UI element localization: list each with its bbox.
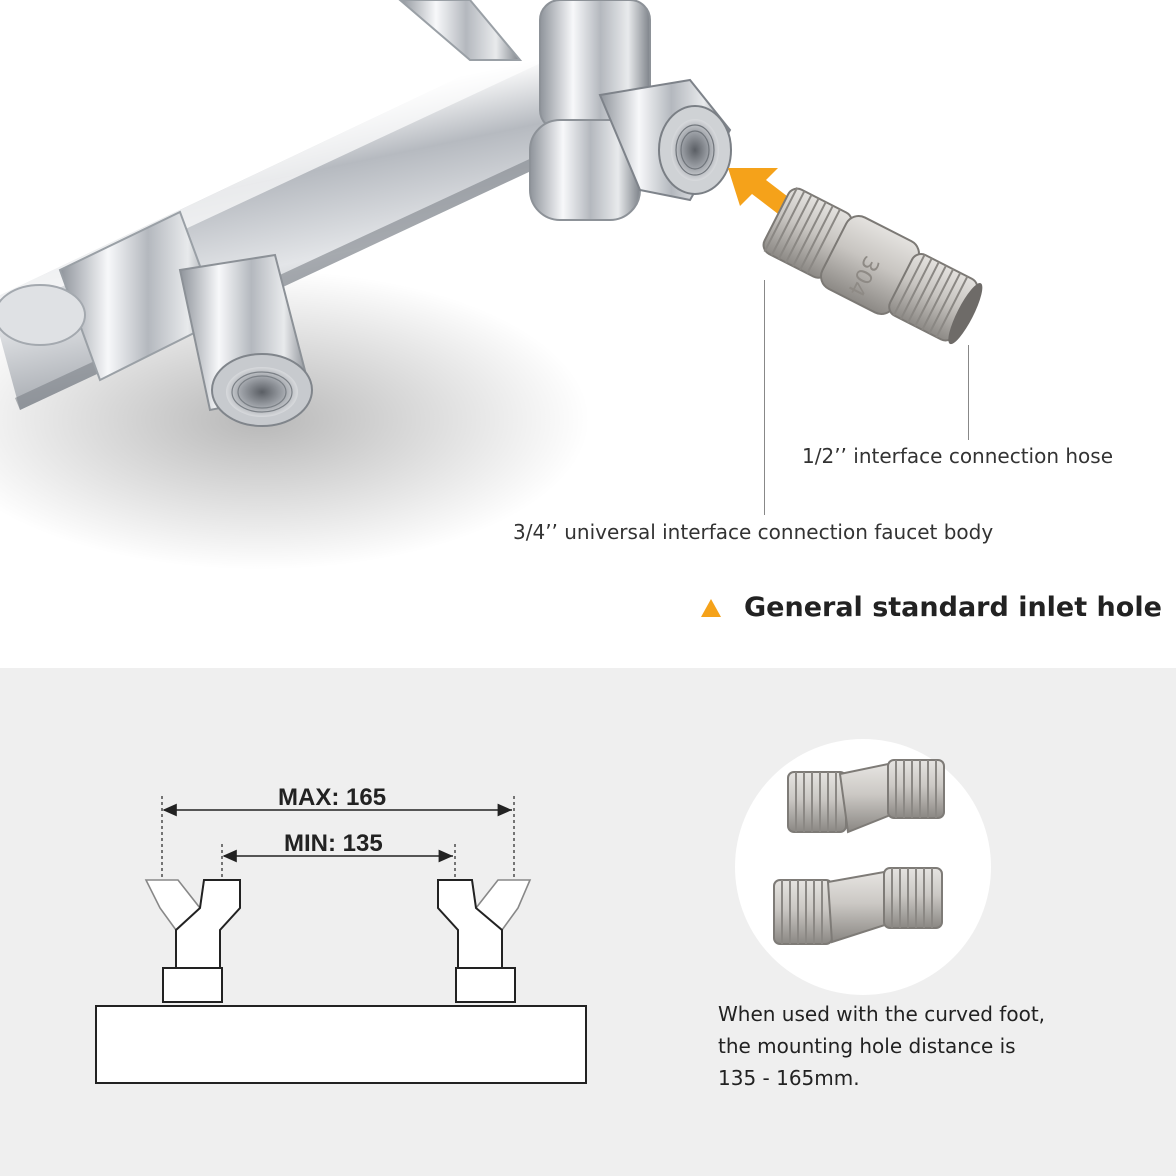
hose-leader-line [968, 345, 969, 440]
section-heading: General standard inlet hole [700, 592, 1162, 623]
dimension-panel: MAX: 165 MIN: 135 [0, 668, 1176, 1176]
left-outlet [178, 253, 313, 427]
stainless-adapter: 304 [762, 187, 983, 345]
dimension-diagram [95, 796, 587, 1084]
extension-lines [161, 796, 515, 878]
heading-text: General standard inlet hole [744, 592, 1162, 623]
pipe-clamp [0, 210, 222, 382]
mounting-note: When used with the curved foot, the moun… [718, 998, 1045, 1094]
adapters-photo [735, 739, 991, 995]
faucet-photo: 304 [0, 0, 983, 570]
min-label: MIN: 135 [284, 830, 383, 857]
triangle-icon [701, 598, 721, 617]
inlet-hole [598, 78, 732, 202]
note-line-1: When used with the curved foot, [718, 1002, 1046, 1026]
faucet-body-leader-line [764, 280, 765, 515]
faucet-body-block [95, 1005, 587, 1084]
left-curved-foot [144, 879, 241, 1003]
right-curved-foot [437, 879, 532, 1003]
adapter-top [787, 759, 945, 834]
product-photo-section: 304 1/2’’ interface connection hose 3/4’… [0, 0, 1162, 623]
adapter-bottom [773, 867, 943, 945]
note-line-3: 135 - 165mm. [718, 1066, 860, 1090]
note-line-2: the mounting hole distance is [718, 1034, 1016, 1058]
faucet-body-label: 3/4’’ universal interface connection fau… [513, 520, 994, 544]
hose-label: 1/2’’ interface connection hose [802, 444, 1114, 468]
max-label: MAX: 165 [278, 784, 387, 811]
